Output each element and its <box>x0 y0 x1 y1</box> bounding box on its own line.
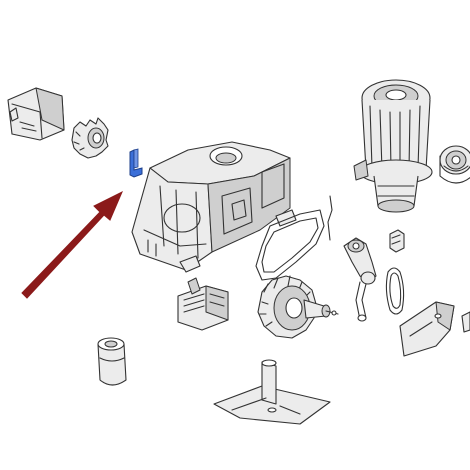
red-arrow <box>21 190 123 299</box>
gasket-part <box>255 209 325 281</box>
base-shaft-part <box>213 359 331 425</box>
pulley-part <box>439 145 470 184</box>
wire-line <box>327 195 333 241</box>
highlighted-bracket-part <box>129 148 143 178</box>
worm-gear-part <box>257 275 339 339</box>
motor-part <box>353 79 433 213</box>
belt-part <box>385 267 405 315</box>
gearbox-housing-part <box>131 141 297 273</box>
cover-part <box>7 87 65 141</box>
small-gear-part <box>71 117 109 159</box>
clip-part <box>389 229 405 253</box>
capacitor-part <box>97 337 127 386</box>
lever-part <box>343 237 377 322</box>
cover-plate-part <box>399 301 470 357</box>
transformer-part <box>177 277 229 331</box>
